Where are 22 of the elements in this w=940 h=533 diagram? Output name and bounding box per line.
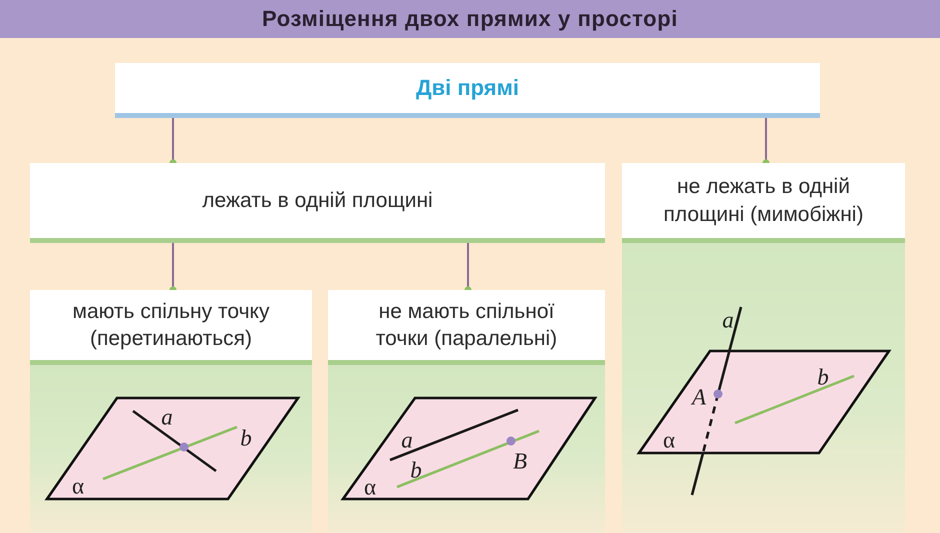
- category-label: лежать в одній площині: [202, 188, 433, 214]
- line-label: a: [161, 406, 173, 428]
- plane-label: α: [364, 476, 376, 498]
- line-label: b: [410, 458, 422, 482]
- title-banner: Розміщення двох прямих у просторі: [0, 0, 940, 38]
- line-label: b: [240, 426, 252, 450]
- category-card: [328, 290, 605, 365]
- line-label: a: [401, 428, 413, 452]
- category-label: не лежать в одній площині (мимобіжні): [662, 174, 864, 228]
- category-card: [622, 163, 905, 243]
- category-card: [30, 163, 605, 243]
- point-label: B: [512, 450, 528, 472]
- point-label: A: [692, 386, 706, 408]
- line-label: a: [722, 308, 734, 332]
- category-label: не мають спільної точки (паралельні): [374, 298, 558, 352]
- category-card: [115, 63, 820, 118]
- plane-label: α: [662, 428, 676, 452]
- category-card: [30, 290, 312, 365]
- category-label: Дві прямі: [416, 74, 520, 102]
- plane-label: α: [72, 474, 84, 498]
- line-label: b: [817, 366, 829, 388]
- category-label: мають спільну точку (перетинаються): [72, 298, 270, 352]
